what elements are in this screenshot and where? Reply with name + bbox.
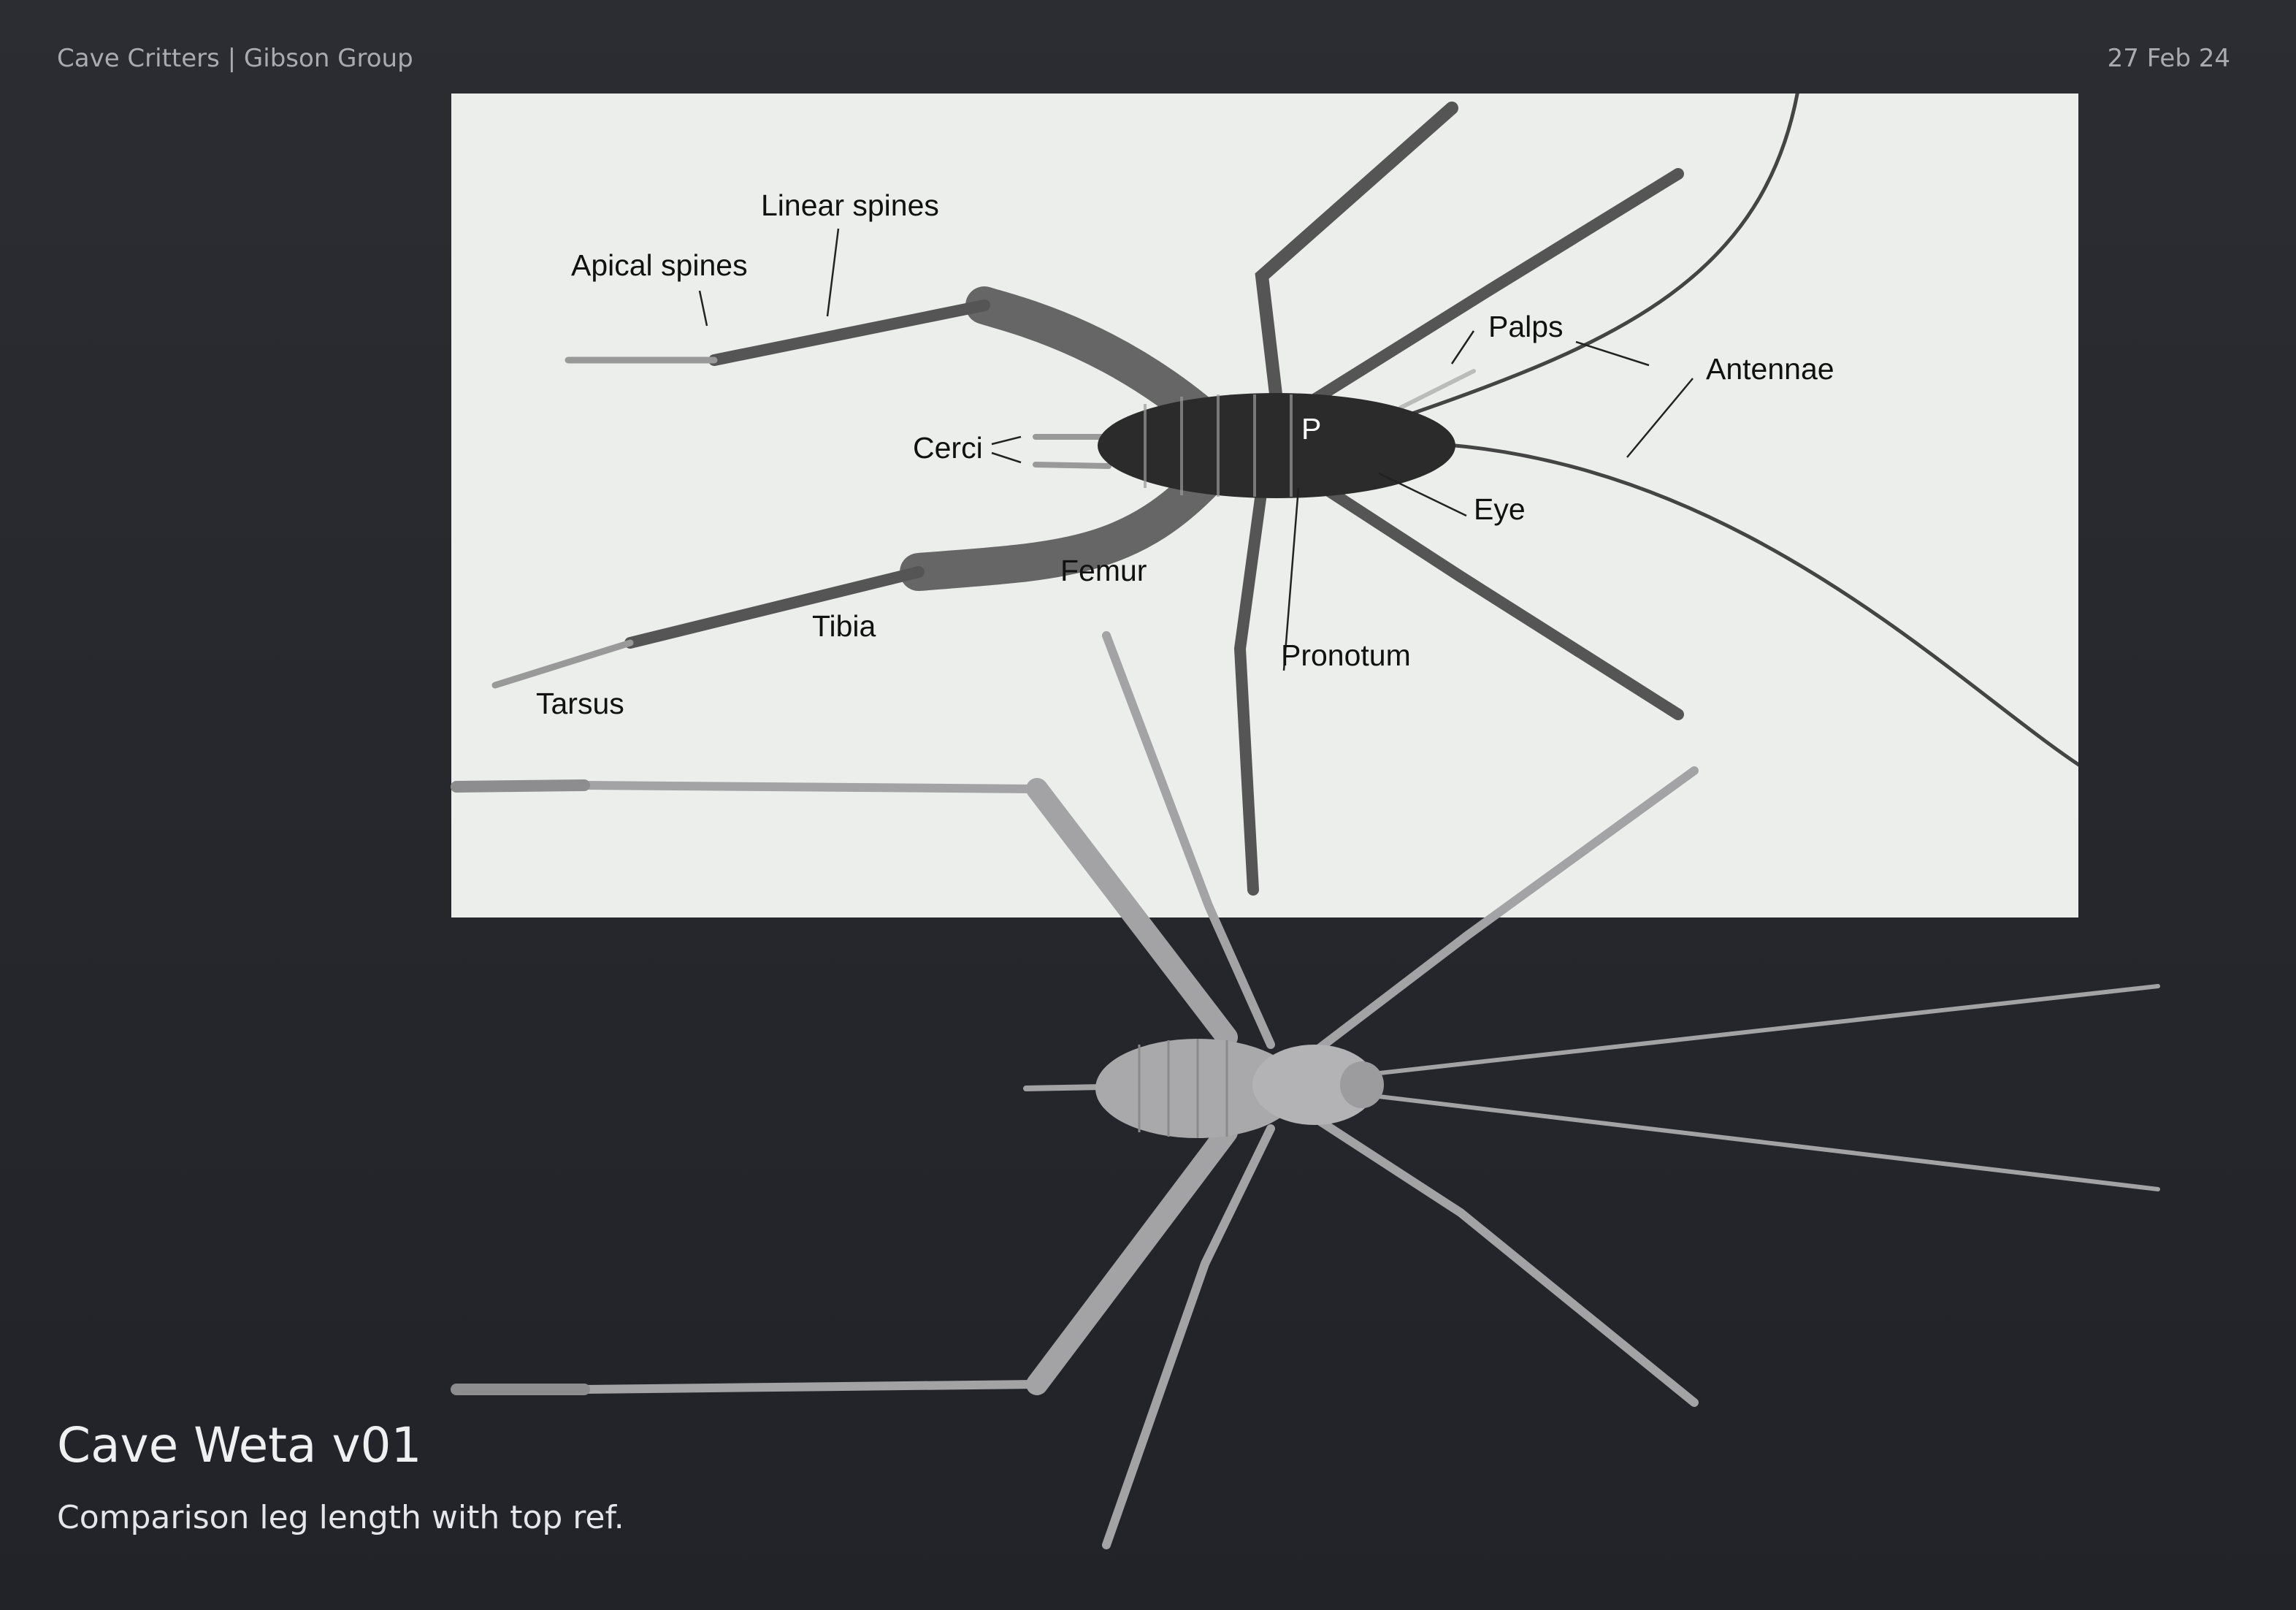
date-label: 27 Feb 24 bbox=[2107, 44, 2230, 73]
reference-image-panel: Linear spines Apical spines Palps Antenn… bbox=[451, 94, 2078, 917]
page-title: Cave Weta v01 bbox=[57, 1417, 422, 1473]
label-pronotum-marker: P bbox=[1301, 412, 1322, 446]
label-eye: Eye bbox=[1474, 492, 1526, 526]
label-tarsus: Tarsus bbox=[536, 687, 624, 720]
label-antennae: Antennae bbox=[1706, 352, 1834, 386]
label-cerci: Cerci bbox=[913, 431, 983, 465]
label-palps: Palps bbox=[1488, 310, 1564, 343]
reference-weta-illustration bbox=[491, 94, 2078, 896]
label-tibia: Tibia bbox=[812, 609, 876, 643]
label-femur: Femur bbox=[1060, 554, 1147, 587]
label-pronotum: Pronotum bbox=[1281, 638, 1411, 672]
page-subtitle: Comparison leg length with top ref. bbox=[57, 1499, 624, 1536]
label-apical-spines: Apical spines bbox=[571, 248, 748, 282]
project-title: Cave Critters | Gibson Group bbox=[57, 44, 413, 73]
label-linear-spines: Linear spines bbox=[761, 188, 939, 222]
